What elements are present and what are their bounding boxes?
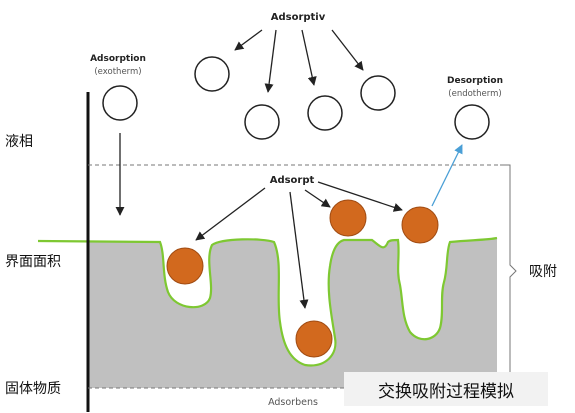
- label-adsorb-bracket: 吸附: [529, 264, 557, 280]
- adsorbed-particle: [166, 247, 204, 285]
- adsorptiv-molecule: [194, 56, 230, 92]
- label-desorption-sub: (endotherm): [448, 89, 501, 99]
- arrow-adsorpt-2: [289, 191, 309, 309]
- arrow-adsorpt-4: [317, 181, 403, 212]
- adsorptiv-molecule: [244, 104, 280, 140]
- arrow-adsorptiv-2: [264, 29, 277, 93]
- label-liquid-phase: 液相: [5, 134, 33, 150]
- arrow-adsorpt-1: [195, 187, 266, 241]
- surface-line: [37, 236, 498, 367]
- adsorptiv-molecule: [307, 95, 343, 131]
- label-desorption: Desorption: [447, 76, 503, 86]
- arrow-adsorptiv-1: [234, 29, 263, 51]
- label-adsorbens: Adsorbens: [268, 397, 318, 408]
- label-adsorptiv: Adsorptiv: [271, 12, 326, 23]
- arrow-adsorptiv-3: [301, 29, 317, 86]
- label-solid: 固体物质: [5, 381, 61, 397]
- solid-adsorbent: [88, 238, 497, 388]
- label-adsorpt: Adsorpt: [270, 175, 315, 186]
- adsorptiv-molecule: [360, 75, 396, 111]
- desorbed-molecule: [454, 104, 490, 140]
- arrow-desorption: [431, 144, 463, 207]
- caption-box: 交换吸附过程模拟: [344, 372, 548, 406]
- adsorbed-particle: [295, 320, 333, 358]
- adsorbed-particle: [329, 199, 367, 237]
- adsorbing-molecule: [102, 85, 138, 121]
- adsorption-bracket: [500, 164, 517, 389]
- arrow-adsorpt-3: [304, 189, 331, 208]
- adsorbed-particle: [401, 206, 439, 244]
- label-adsorption-sub: (exotherm): [94, 67, 141, 77]
- label-interface: 界面面积: [5, 254, 61, 270]
- label-adsorption: Adsorption: [90, 54, 146, 64]
- caption-text: 交换吸附过程模拟: [378, 381, 514, 402]
- arrow-adsorptiv-4: [331, 29, 364, 71]
